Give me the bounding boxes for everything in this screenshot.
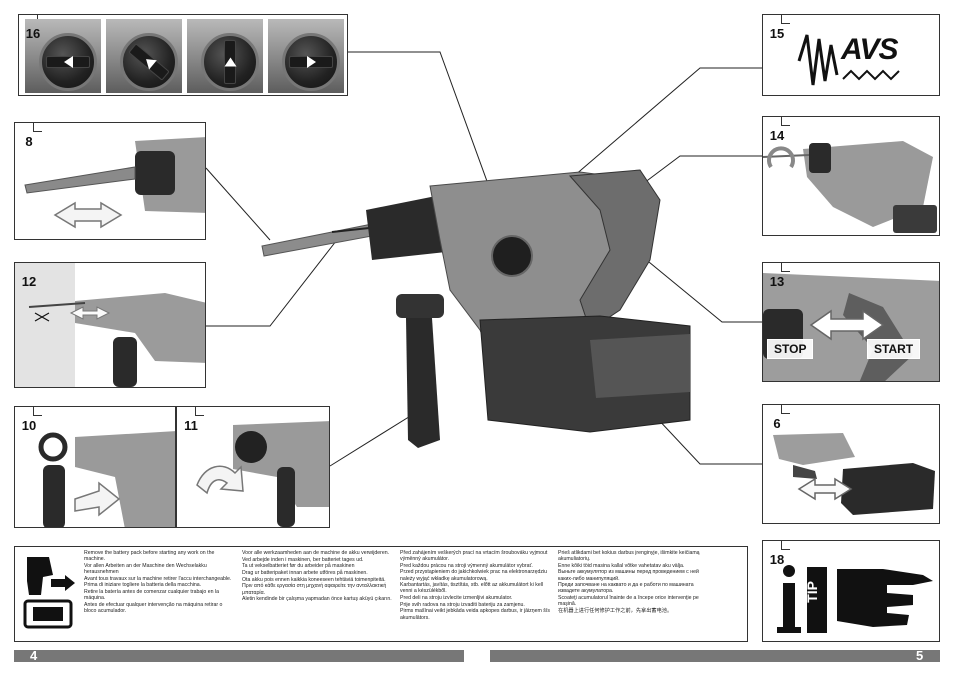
avs-logo-text: AVS xyxy=(841,33,898,66)
warning-text-line: Antes de efectuar qualquer intervenção n… xyxy=(84,601,223,614)
figure-11-panel: 11 xyxy=(176,406,330,528)
figure-14-illustration xyxy=(763,141,937,233)
mode-knob-3 xyxy=(201,33,259,91)
stop-label: STOP xyxy=(767,339,814,359)
warning-text-line: Prieš atlikdami bet kokius darbus įrengi… xyxy=(558,550,700,563)
figure-18-number: 18 xyxy=(763,541,791,569)
warning-box xyxy=(14,546,748,642)
figure-16-panel: 16 xyxy=(18,14,348,96)
figure-14-panel: 14 xyxy=(762,116,940,236)
mode-photo-1 xyxy=(25,19,101,93)
warning-text-line: Πριν από κάθε εργασία στη μηχανή αφαιρεί… xyxy=(242,583,387,596)
warning-text-line: Remove the battery pack before starting … xyxy=(84,550,215,563)
tip-hand-icon xyxy=(777,565,933,633)
warning-text-line: Pred každou prácou na stroji výmenný aku… xyxy=(400,562,533,569)
figure-11-illustration xyxy=(196,421,329,527)
warning-text-col-1: Remove the battery pack before starting … xyxy=(84,550,236,615)
mode-photo-4 xyxy=(268,19,344,93)
figure-11-number: 11 xyxy=(177,407,205,435)
warning-text-line: Vor allen Arbeiten an der Maschine den W… xyxy=(84,562,207,575)
figure-6-number: 6 xyxy=(763,405,791,433)
start-label: START xyxy=(867,339,921,359)
main-tool-illustration xyxy=(205,51,762,467)
avs-wave-icon xyxy=(797,34,900,86)
page-number-right: 5 xyxy=(916,648,924,663)
warning-text-line: Avant tous travaux sur la machine retire… xyxy=(84,575,232,582)
warning-text-col-3: Před zahájením veškerých prací na vrtací… xyxy=(400,550,550,621)
warning-text-line: Retire la batería antes de comenzar cual… xyxy=(84,588,219,602)
warning-text-line: Před zahájením veškerých prací na vrtací… xyxy=(400,550,548,563)
warning-text-line: Pirms mašīnai veikt jebkāda veida apkope… xyxy=(400,608,550,621)
warning-text-line: Prije svih radova na stroju izvaditi bat… xyxy=(400,601,525,608)
figure-6-illustration xyxy=(773,433,935,515)
figure-8-number: 8 xyxy=(15,123,43,151)
page-number-left: 4 xyxy=(30,648,38,663)
battery-removal-icon xyxy=(19,551,83,639)
warning-text-line: Voor alle werkzaamheden aan de machine d… xyxy=(242,550,390,556)
figure-8-panel: 8 xyxy=(14,122,206,240)
figure-10-number: 10 xyxy=(15,407,43,435)
figure-15-number: 15 xyxy=(763,15,791,43)
footer-bar-right xyxy=(490,650,940,662)
warning-text-line: Ota akku pois ennen kaikkia koneeseen te… xyxy=(242,576,386,583)
figure-8-illustration xyxy=(24,137,205,229)
warning-text-line: Prima di iniziare togliere la batteria d… xyxy=(84,582,202,589)
warning-text-col-2: Voor alle werkzaamheden aan de machine d… xyxy=(242,550,392,603)
warning-text-line: Выньте аккумулятор из машины перед прове… xyxy=(558,569,699,582)
mode-knob-4 xyxy=(282,33,340,91)
warning-text-line: Ta ut vekselbatteriet før du arbeider på… xyxy=(242,563,355,570)
warning-text-col-4: Prieš atlikdami bet kokius darbus įrengi… xyxy=(558,550,708,615)
figure-14-number: 14 xyxy=(763,117,791,145)
warning-text-line: Ved arbejde inden i maskinen, ber batter… xyxy=(242,556,364,563)
figure-12-illustration xyxy=(15,263,205,387)
warning-text-line: Aletin kendinde bir çalışma yapmadan önc… xyxy=(242,596,392,603)
mode-photo-3 xyxy=(187,19,263,93)
figure-12-panel: 12 xyxy=(14,262,206,388)
tip-logo-text: TIP xyxy=(804,581,820,603)
figure-6-panel: 6 xyxy=(762,404,940,524)
warning-text-line: 在机器上进行任何修护工作之前，先拿出蓄电池。 xyxy=(558,607,673,614)
warning-text-line: Преди започване на каквато и да е работи… xyxy=(558,582,694,595)
figure-10-illustration xyxy=(38,431,175,527)
figure-18-panel: 18 TIP xyxy=(762,540,940,642)
mode-knob-2 xyxy=(120,33,178,91)
mode-knob-1 xyxy=(39,33,97,91)
mode-photo-2 xyxy=(106,19,182,93)
figure-15-panel: 15 AVS xyxy=(762,14,940,96)
warning-text-line: Scoateţi acumulatorul înainte de a încep… xyxy=(558,595,699,608)
warning-text-line: Przed przystąpieniem do jakichkolwiek pr… xyxy=(400,569,548,582)
warning-text-line: Karbantartás, javítás, tisztítás, stb. e… xyxy=(400,582,544,595)
warning-text-line: Enne kõiki töid masina kallal võtke vahe… xyxy=(558,562,685,569)
warning-text-line: Pred deli na stroju izvlecite izmenljivi… xyxy=(400,595,513,602)
warning-text-line: Drag ur batteripaket innan arbete utföre… xyxy=(242,570,368,577)
figure-13-panel: 13 STOP START xyxy=(762,262,940,382)
figure-10-panel: 10 xyxy=(14,406,176,528)
footer-bar-left xyxy=(14,650,464,662)
figure-13-illustration xyxy=(763,273,939,381)
